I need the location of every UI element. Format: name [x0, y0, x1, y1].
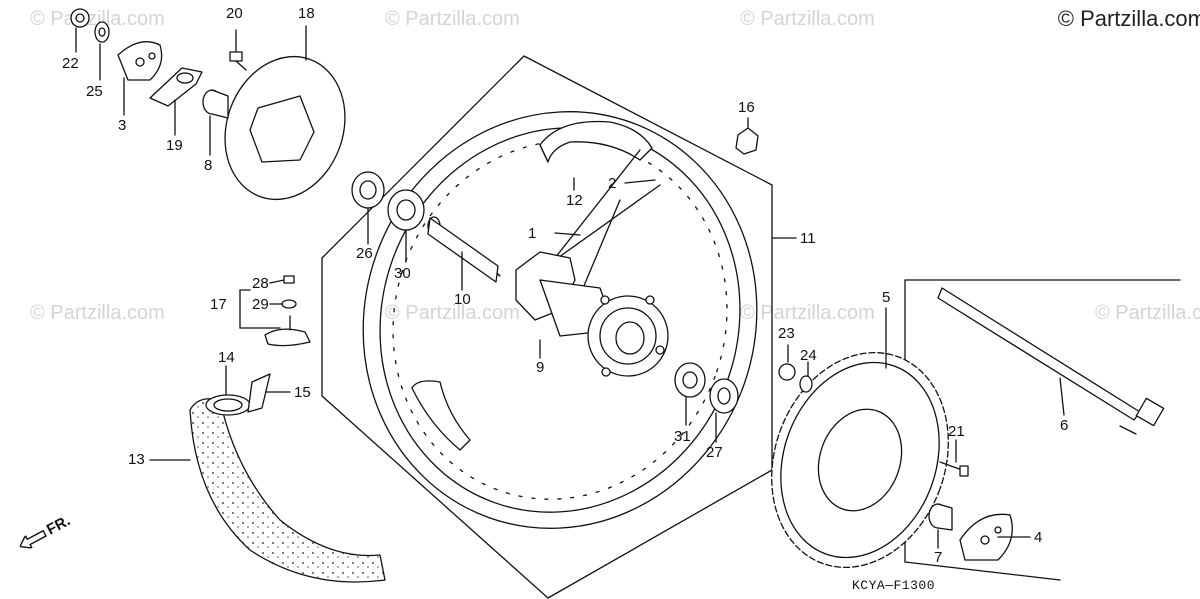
wheel-assembly-box: [321, 55, 773, 599]
callout-15[interactable]: 15: [294, 384, 311, 401]
axle-spacer: [427, 216, 501, 283]
sprocket-nut: [778, 363, 796, 381]
spokes: [547, 149, 661, 301]
sprocket-washer: [799, 375, 813, 393]
callout-28[interactable]: 28: [252, 275, 269, 292]
callout-18[interactable]: 18: [298, 5, 315, 22]
callout-10[interactable]: 10: [454, 291, 471, 308]
callout-25[interactable]: 25: [86, 83, 103, 100]
callout-12[interactable]: 12: [566, 192, 583, 209]
callout-30[interactable]: 30: [394, 265, 411, 282]
diagram-code: KCYA—F1300: [852, 578, 936, 593]
leader-lines: [75, 25, 1065, 549]
callout-27[interactable]: 27: [706, 444, 723, 461]
watermark: © Partzilla.com: [740, 302, 875, 324]
callout-5[interactable]: 5: [882, 289, 891, 306]
callout-16[interactable]: 16: [738, 99, 755, 116]
callout-2[interactable]: 2: [608, 175, 617, 192]
rim-band-top: [539, 120, 653, 163]
collar-8: [202, 89, 229, 119]
watermark: © Partzilla.com: [30, 8, 165, 30]
nut-22: [70, 8, 90, 28]
copyright-text: © Partzilla.com: [1057, 6, 1200, 31]
disc-bolt: [229, 51, 247, 71]
bearing-31: [674, 362, 706, 398]
watermark: © Partzilla.com: [740, 8, 875, 30]
callout-1[interactable]: 1: [528, 225, 537, 242]
brake-caliper-bracket: [149, 67, 203, 107]
callout-21[interactable]: 21: [948, 423, 965, 440]
sprocket-bolt: [939, 461, 969, 477]
watermark: © Partzilla.com: [385, 8, 520, 30]
callout-24[interactable]: 24: [800, 347, 817, 364]
tire-rim-band: [247, 373, 271, 413]
hub: [515, 251, 669, 377]
callout-19[interactable]: 19: [166, 137, 183, 154]
rim-band-bottom: [411, 380, 471, 451]
callout-6[interactable]: 6: [1060, 417, 1069, 434]
watermark: © Partzilla.com: [30, 302, 165, 324]
brake-disc: [224, 55, 346, 201]
callout-23[interactable]: 23: [778, 325, 795, 342]
callout-29[interactable]: 29: [252, 296, 269, 313]
washer-25: [94, 21, 110, 43]
collar-7: [928, 503, 953, 531]
rear-axle: [937, 287, 1165, 435]
callout-26[interactable]: 26: [356, 245, 373, 262]
callout-22[interactable]: 22: [62, 55, 79, 72]
arrow-left-icon: [18, 529, 47, 549]
callout-13[interactable]: 13: [128, 451, 145, 468]
watermark: © Partzilla.com: [385, 302, 520, 324]
rim-lock: [264, 275, 311, 347]
watermark: © Partzilla.com: [1095, 302, 1200, 324]
callout-14[interactable]: 14: [218, 349, 235, 366]
bearing-30: [387, 189, 425, 231]
callout-7[interactable]: 7: [934, 549, 943, 566]
chain-adjuster-plate: [117, 41, 163, 81]
chain-adjuster-plate-right: [959, 513, 1013, 561]
callout-11[interactable]: 11: [800, 230, 816, 247]
callout-4[interactable]: 4: [1034, 529, 1043, 546]
callout-3[interactable]: 3: [118, 117, 127, 134]
driven-sprocket: [771, 351, 949, 569]
inner-tube: [205, 394, 251, 416]
bearing-26: [351, 171, 385, 209]
callout-9[interactable]: 9: [536, 359, 545, 376]
bearing-27: [709, 378, 739, 414]
callout-20[interactable]: 20: [226, 5, 243, 22]
rim-lock-nut: [735, 127, 759, 155]
callout-17[interactable]: 17: [210, 296, 227, 313]
callout-8[interactable]: 8: [204, 157, 213, 174]
callout-31[interactable]: 31: [674, 428, 691, 445]
